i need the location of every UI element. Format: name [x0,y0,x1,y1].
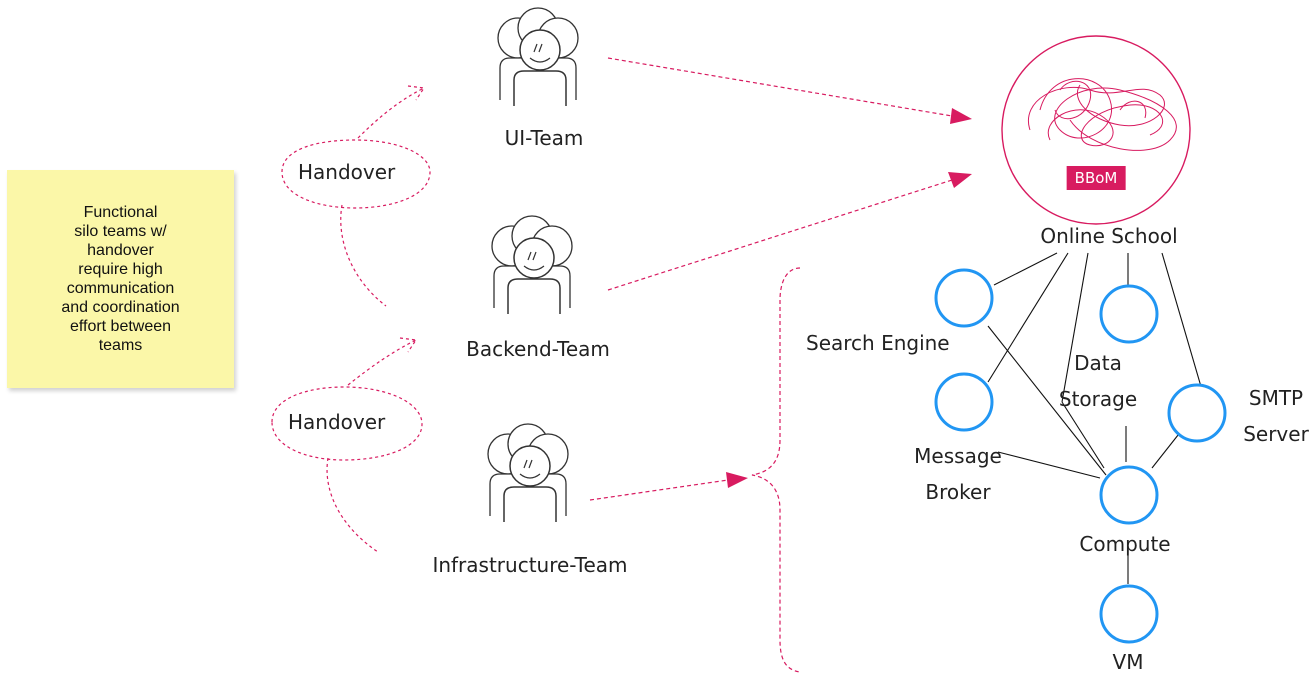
handover-arrow-2-head [347,337,418,386]
handover-arrow-2 [326,457,379,553]
search-engine-node [934,268,994,328]
sticky-note: Functional silo teams w/ handover requir… [7,170,234,388]
bbom-badge: BBoM [1066,166,1126,190]
search-engine-label: Search Engine [806,331,950,355]
handover-arrow-1-head [357,85,426,139]
vm-label: VM [1112,650,1144,674]
backend-team-label: Backend-Team [466,337,610,361]
handover-label-2: Handover [288,410,386,434]
data-storage-label: Data Storage [1058,351,1138,411]
message-broker-label: Message Broker [914,444,1002,504]
infrastructure-team-arrowhead [726,472,748,488]
sticky-note-text: Functional silo teams w/ handover requir… [61,204,180,354]
curly-brace [751,267,801,673]
message-broker-node [934,372,994,432]
ui-team-figure [497,7,579,107]
handover-label-1: Handover [298,160,396,184]
infrastructure-team-arrow [589,479,729,501]
dependency-lines [987,252,1203,584]
handover-bubble-2 [271,386,423,461]
infrastructure-team-figure [487,423,569,523]
ui-team-label: UI-Team [504,126,584,150]
online-school-label: Online School [1040,224,1178,248]
ui-team-arrowhead [950,108,972,124]
infrastructure-team-label: Infrastructure-Team [432,553,628,577]
compute-label: Compute [1079,532,1171,556]
ui-team-arrow [607,57,953,117]
big-ball-of-mud-scribble [1027,78,1177,151]
handover-arrow-1 [340,204,387,307]
backend-team-arrow [607,179,953,291]
compute-node [1099,465,1159,525]
smtp-server-node [1167,383,1227,443]
monolith-circle [1001,35,1191,225]
backend-team-arrowhead [948,172,972,188]
data-storage-node [1099,284,1159,344]
vm-node [1099,584,1159,644]
backend-team-figure [491,215,573,315]
smtp-server-label: SMTP Server [1243,386,1309,446]
handover-bubble-1 [281,139,431,209]
